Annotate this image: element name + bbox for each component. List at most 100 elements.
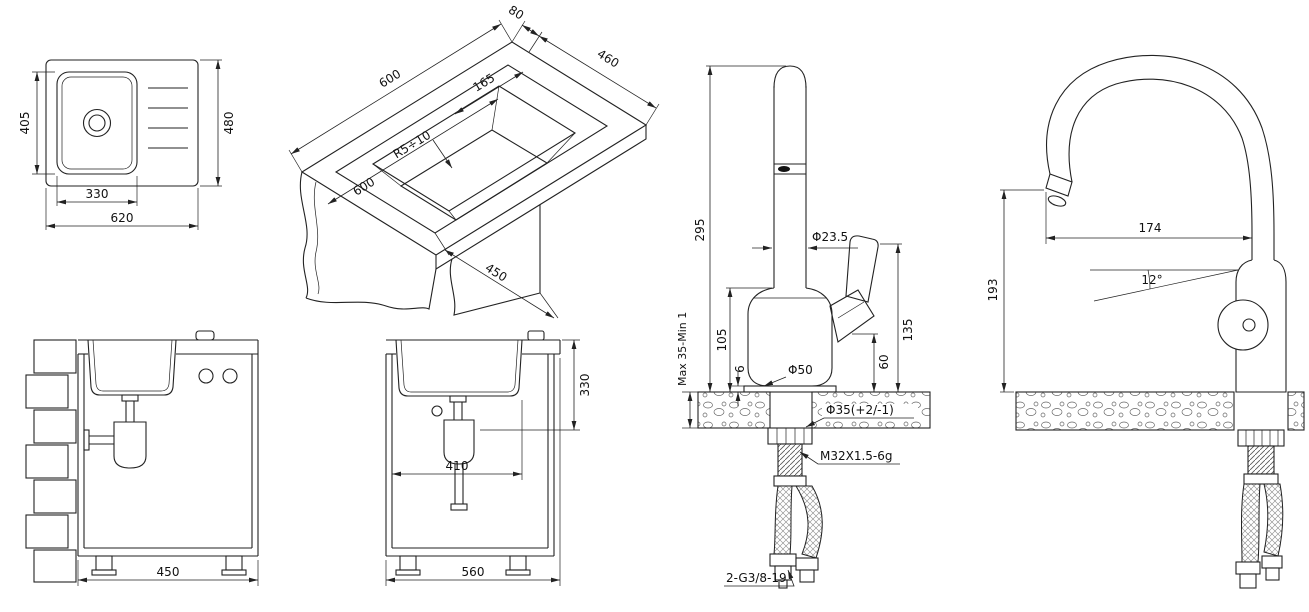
dim-label-295: 295 <box>693 219 707 242</box>
dim-label-80: 80 <box>506 3 526 23</box>
dim-total-height: 295 <box>693 65 786 392</box>
threaded-shank <box>1247 445 1275 475</box>
bowl-section-inner <box>92 339 173 392</box>
handle-lever <box>845 235 879 303</box>
dim-label-460: 460 <box>595 47 622 71</box>
counter-top-face <box>300 41 648 256</box>
hose-left <box>773 485 793 555</box>
supply-hoses <box>769 485 823 589</box>
dim-label-560: 560 <box>462 565 485 579</box>
faucet-front-view: 295 Φ23.5 105 Max 35-Min 1 6 Φ50 <box>676 65 931 589</box>
dim-handle-height: 135 <box>836 243 915 393</box>
hose-right <box>795 485 823 559</box>
dim-label-6: 6 <box>733 365 747 373</box>
dim-label-d50: Φ50 <box>788 363 813 377</box>
gooseneck-inner <box>1068 78 1253 260</box>
counter-slab-right <box>1287 391 1305 431</box>
dim-label-330-side: 330 <box>578 374 592 397</box>
dim-label-174: 174 <box>1139 221 1162 235</box>
cutout-rim <box>334 64 609 234</box>
bowl-rim <box>56 71 138 175</box>
dim-spout-angle: 12° <box>1090 269 1239 302</box>
dim-bowl-width: 330 <box>56 176 138 206</box>
dim-handle-offset: 60 <box>852 333 891 392</box>
break-texture-line <box>313 181 320 295</box>
dim-label-radius: R5÷10 <box>391 128 434 162</box>
callout-hole-diameter: Φ35(+2/-1) <box>805 403 918 428</box>
mounting-hardware <box>767 427 813 487</box>
spout-aerator <box>1047 195 1067 207</box>
dim-spout-reach: 174 <box>1045 192 1252 244</box>
cabinet-side-view: 330 410 560 <box>385 330 592 586</box>
callout-thread-spec: M32X1.5-6g <box>799 449 904 465</box>
dim-label-105: 105 <box>715 329 729 352</box>
dim-counter-thickness: Max 35-Min 1 <box>676 312 700 429</box>
counter-slab-left <box>697 391 771 429</box>
cabinet-carcass <box>77 354 259 576</box>
hose-left <box>1241 483 1261 563</box>
dim-label-450-iso: 450 <box>483 261 510 285</box>
dim-label-193: 193 <box>986 279 1000 302</box>
dim-cutout-width: 460 <box>538 35 660 126</box>
dim-label-12deg: 12° <box>1141 273 1162 287</box>
faucet-spout-column <box>773 65 807 288</box>
hole-right <box>222 368 238 384</box>
handle-joint <box>829 289 875 343</box>
dim-label-60: 60 <box>877 354 891 369</box>
counter-slab-left <box>1015 391 1235 431</box>
drain-trap-assembly <box>83 394 147 469</box>
bowl-inner-wall <box>61 76 133 170</box>
dim-sink-height: 480 <box>200 59 236 187</box>
dim-spout-diameter: Φ23.5 <box>752 230 858 251</box>
bowl-underside <box>449 205 541 316</box>
threaded-shank <box>777 443 803 477</box>
hole-left <box>198 368 214 384</box>
dim-bowl-height: 405 <box>18 71 55 175</box>
countertop-section <box>78 339 259 355</box>
dim-label-405: 405 <box>18 112 32 135</box>
handle-pivot <box>1242 318 1256 332</box>
cabinet-front-view: 450 <box>25 330 259 586</box>
base-plate <box>743 385 837 393</box>
dim-inner-width: 410 <box>392 400 523 480</box>
bowl-section-outer <box>87 339 177 396</box>
dim-label-g38: 2-G3/8-19 <box>726 571 787 585</box>
countertop-section <box>386 339 561 355</box>
drainer-grooves <box>148 87 188 149</box>
dim-label-410: 410 <box>446 459 469 473</box>
aerator-outlet <box>778 166 790 172</box>
drain-trap-assembly <box>431 395 475 511</box>
dim-label-450-front: 450 <box>157 565 180 579</box>
dim-cabinet-width: 450 <box>77 560 259 586</box>
dim-sink-width: 620 <box>45 188 199 230</box>
gooseneck-outer <box>1046 54 1275 260</box>
sink-top-view: 405 480 330 620 <box>18 59 236 230</box>
broken-counter-edge <box>299 171 437 310</box>
drain-inner <box>88 114 106 132</box>
dim-edge-offset: 80 <box>506 3 543 53</box>
counter-thickness-edge <box>435 125 647 270</box>
faucet-side-view: 174 193 12° <box>986 54 1305 589</box>
dim-base-height: 6 <box>732 365 747 406</box>
wall-bricks <box>25 339 77 583</box>
dim-label-480: 480 <box>222 112 236 135</box>
dim-label-d35: Φ35(+2/-1) <box>826 403 894 417</box>
sink-iso-view: 600 80 460 165 R5÷10 600 45 <box>288 3 660 319</box>
dim-base-diameter: Φ50 <box>763 363 813 387</box>
hose-right <box>1263 483 1284 557</box>
callout-hose-spec: 2-G3/8-19 <box>724 569 795 587</box>
mounting-hardware <box>1237 429 1285 485</box>
dim-label-620: 620 <box>111 211 134 225</box>
dim-sink-height: 330 <box>480 339 592 431</box>
bowl-section-inner <box>400 339 519 393</box>
spout-tip-ring <box>1045 173 1073 197</box>
sink-outer-edge <box>45 59 199 187</box>
dim-label-d235: Φ23.5 <box>812 230 848 244</box>
bowl-section-outer <box>395 339 523 397</box>
supply-hoses <box>1235 483 1284 589</box>
dim-cabinet-depth: 560 <box>385 358 561 586</box>
cabinet-carcass <box>385 354 555 576</box>
dim-label-max-min: Max 35-Min 1 <box>676 312 689 386</box>
